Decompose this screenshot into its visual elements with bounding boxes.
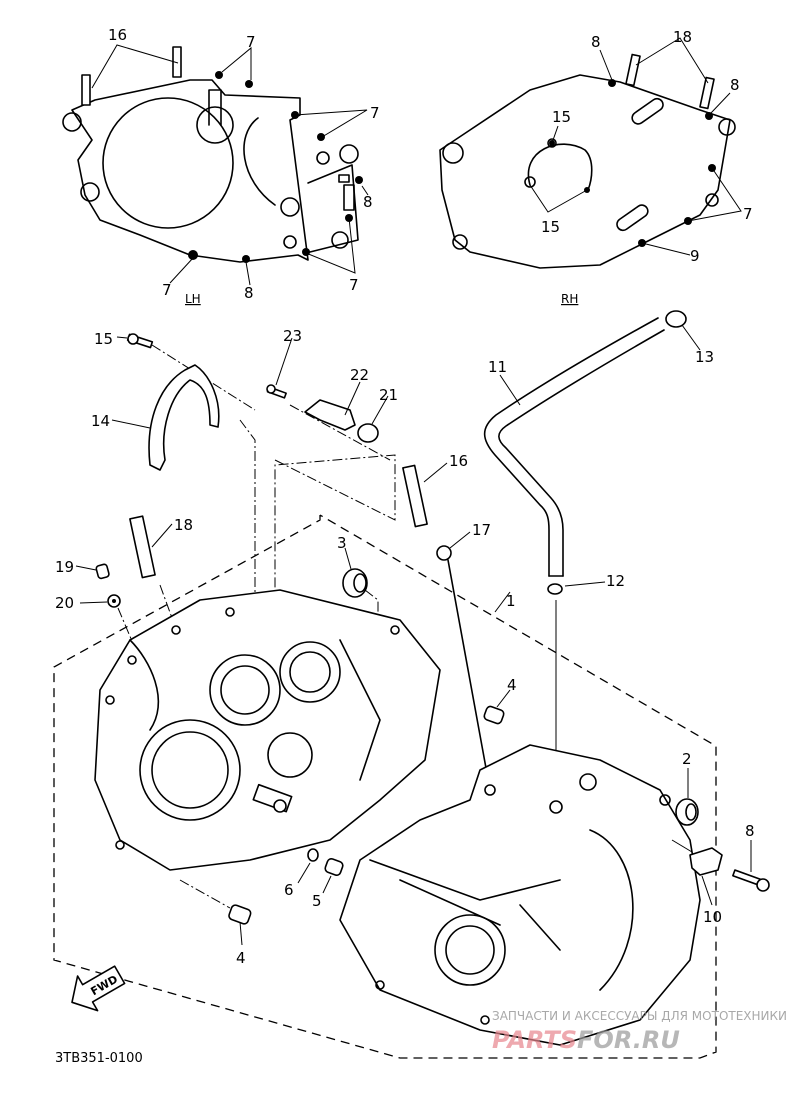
- rh-stud-18-b: [699, 76, 715, 110]
- stud-16: [402, 464, 428, 528]
- callout-3: 3: [337, 534, 347, 552]
- lh-stud-16-a: [81, 74, 91, 106]
- fwd-arrow: FWD: [71, 965, 126, 1012]
- watermark-brand: PARTSFOR.RU: [492, 1026, 680, 1054]
- plate-14: [148, 364, 220, 471]
- right-crankcase-half: [339, 744, 770, 1046]
- callout-21: 21: [379, 386, 398, 404]
- callout-14: 14: [91, 412, 110, 430]
- callout-7: 7: [246, 33, 256, 51]
- dowel-5: [324, 858, 344, 876]
- dowel-4-lower: [228, 904, 252, 925]
- stud-18: [129, 515, 156, 579]
- lower-small-parts: [179, 848, 344, 946]
- callout-15: 15: [541, 218, 560, 236]
- left-crankcase-half: [94, 589, 441, 871]
- lh-label: LH: [185, 292, 201, 306]
- callout-4: 4: [236, 949, 246, 967]
- dowel-19: [95, 563, 110, 580]
- callout-8: 8: [591, 33, 601, 51]
- nut-21: [357, 423, 379, 443]
- callout-20: 20: [55, 594, 74, 612]
- callout-4: 4: [507, 676, 517, 694]
- diagram-code: 3TB351-0100: [55, 1051, 143, 1066]
- callout-6: 6: [284, 881, 294, 899]
- callout-23: 23: [283, 327, 302, 345]
- middle-callouts: 15 23 22 21 11 13 14 16 18 17 12 19 20 3…: [55, 327, 755, 967]
- callout-15: 15: [552, 108, 571, 126]
- callout-8: 8: [244, 284, 254, 302]
- small-parts: [75, 310, 701, 791]
- dowel-4-upper: [483, 705, 505, 725]
- bearing-2: [675, 798, 699, 826]
- callout-17: 17: [472, 521, 491, 539]
- callout-1: 1: [506, 592, 516, 610]
- bracket-10: [689, 847, 723, 876]
- hose-11: [483, 317, 659, 577]
- callout-8: 8: [745, 822, 755, 840]
- watermark-brand-part2: FOR.RU: [577, 1026, 680, 1054]
- clip-12: [547, 583, 563, 595]
- watermark: ЗАПЧАСТИ И АКСЕССУАРЫ ДЛЯ МОТОТЕХНИКИ PA…: [492, 1009, 787, 1054]
- callout-5: 5: [312, 892, 322, 910]
- callout-7: 7: [349, 276, 359, 294]
- lh-gasket-bore: [102, 97, 234, 229]
- nut-17: [436, 545, 452, 561]
- lh-gasket: 16 7 7 8 7 8 7 LH: [62, 26, 380, 306]
- clamp-13: [665, 310, 687, 328]
- callout-18: 18: [673, 28, 692, 46]
- callout-16: 16: [108, 26, 127, 44]
- forward-arrow-icon: [71, 965, 126, 1012]
- callout-13: 13: [695, 348, 714, 366]
- crankcase-assembly-outline: [53, 514, 717, 1059]
- callout-18: 18: [174, 516, 193, 534]
- callout-8: 8: [363, 193, 373, 211]
- callout-10: 10: [703, 908, 722, 926]
- callout-7: 7: [743, 205, 753, 223]
- callout-7: 7: [162, 281, 172, 299]
- watermark-brand-part1: PARTS: [492, 1026, 577, 1054]
- plate-22: [304, 399, 356, 431]
- callout-11: 11: [488, 358, 507, 376]
- rh-gasket: 8 18 8 15 15 7 9 RH: [439, 28, 753, 306]
- callout-8: 8: [730, 76, 740, 94]
- bearing-3: [342, 568, 368, 598]
- watermark-tagline: ЗАПЧАСТИ И АКСЕССУАРЫ ДЛЯ МОТОТЕХНИКИ: [492, 1009, 787, 1023]
- o-ring-6: [307, 848, 319, 862]
- callout-15: 15: [94, 330, 113, 348]
- callout-16: 16: [449, 452, 468, 470]
- callout-19: 19: [55, 558, 74, 576]
- callout-22: 22: [350, 366, 369, 384]
- callout-9: 9: [690, 247, 700, 265]
- callout-7: 7: [370, 104, 380, 122]
- rh-stud-18-a: [625, 53, 641, 87]
- callout-12: 12: [606, 572, 625, 590]
- callout-2: 2: [682, 750, 692, 768]
- rh-label: RH: [561, 292, 578, 306]
